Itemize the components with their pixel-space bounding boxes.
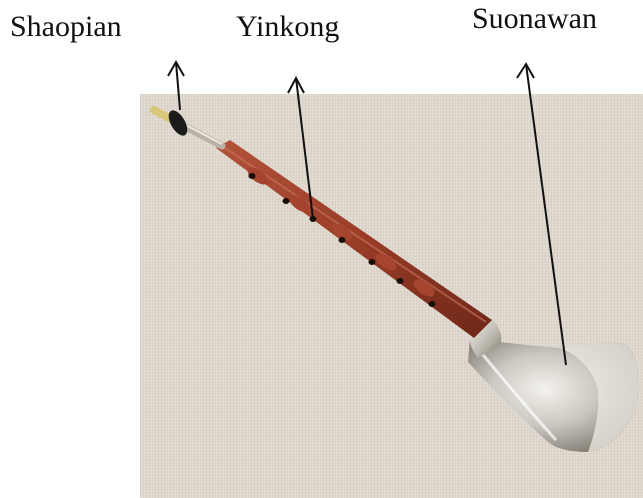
yinkong-label: Yinkong [236,12,339,42]
suonawan-label: Suonawan [472,4,597,34]
shaopian-label: Shaopian [10,12,122,42]
